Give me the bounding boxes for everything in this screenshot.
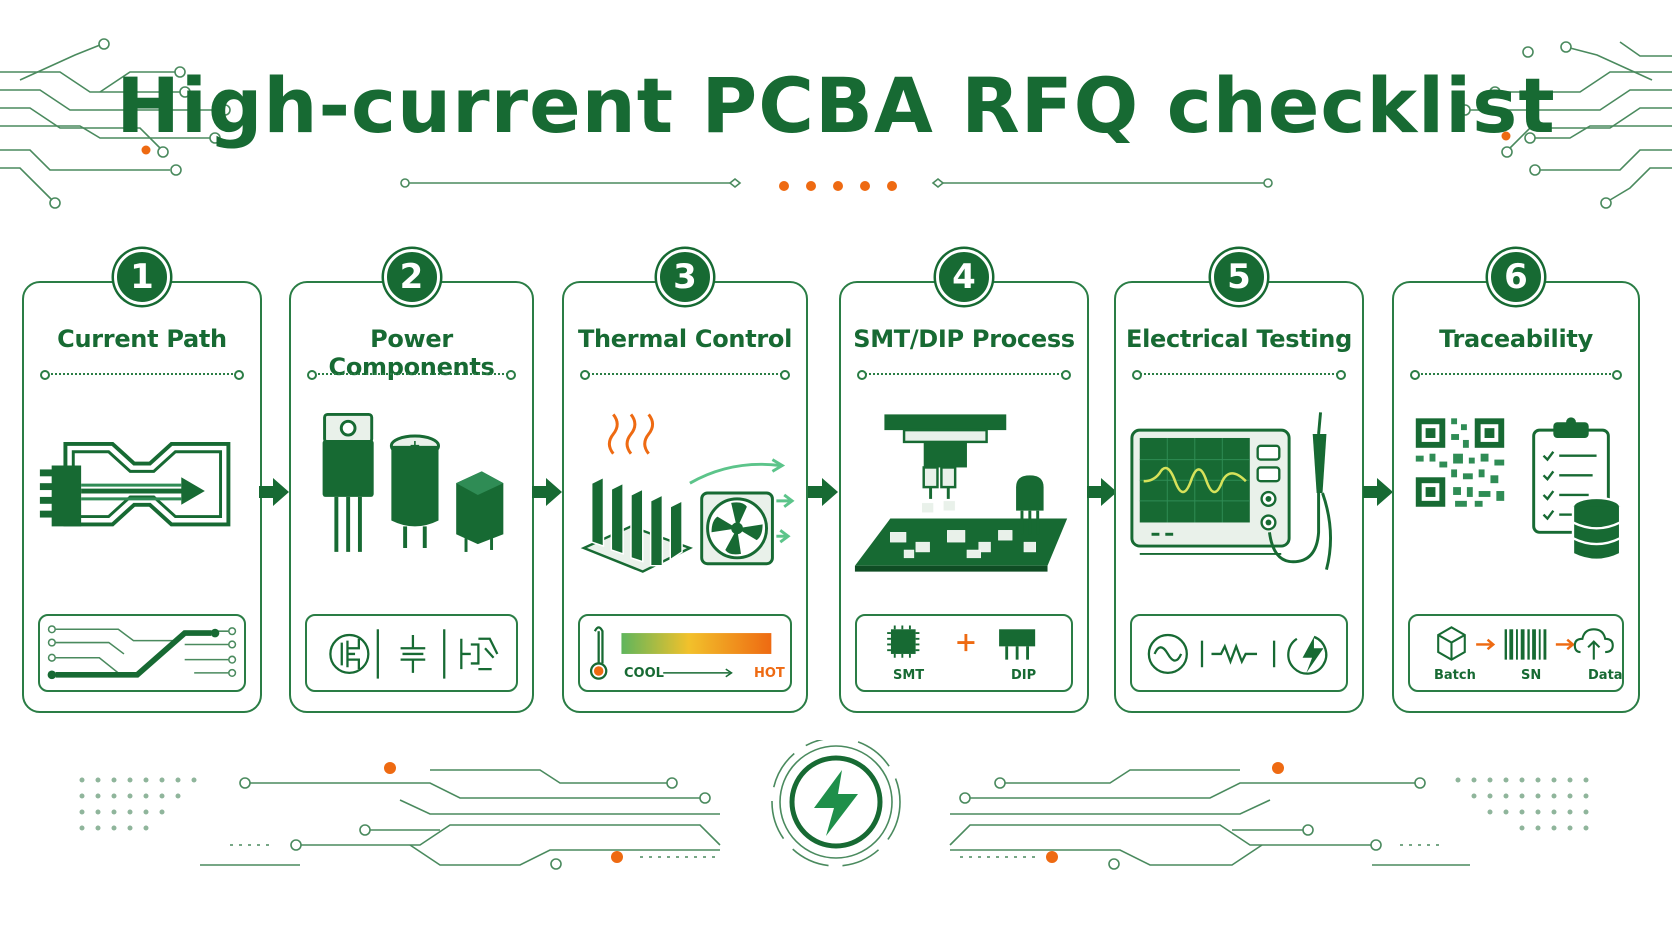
title-divider <box>307 370 516 380</box>
step-card-current-path: 1 Current Path <box>22 249 262 713</box>
flow-arrow <box>532 478 562 506</box>
data-label: Data <box>1588 668 1623 683</box>
step-card-traceability: 6 Traceability <box>1392 249 1640 713</box>
traceability-legend: Batch SN Data <box>1408 614 1624 692</box>
title-divider <box>1132 370 1346 380</box>
flow-arrow <box>1087 478 1117 506</box>
svg-text:+: + <box>409 438 421 454</box>
power-components-icon: + <box>301 403 522 583</box>
qr-code-clipboard-database-icon <box>1404 403 1628 583</box>
pcb-traces-legend <box>38 614 246 692</box>
step-card-smt-dip-process: 4 SMT/DIP Process <box>839 249 1089 713</box>
title-divider <box>580 370 790 380</box>
oscilloscope-probe-icon <box>1126 403 1352 583</box>
step-number-badge: 5 <box>1211 249 1267 305</box>
step-title: Electrical Testing <box>1126 325 1352 353</box>
title-divider <box>40 370 244 380</box>
sn-label: SN <box>1521 668 1542 683</box>
dip-label: DIP <box>1011 668 1037 683</box>
step-title: Thermal Control <box>577 325 793 353</box>
cool-label: COOL <box>624 666 664 681</box>
step-title: Power Components <box>328 325 495 381</box>
step-card-power-components: 2 Power Components + <box>289 249 534 713</box>
step-card-thermal-control: 3 Thermal Control <box>562 249 808 713</box>
title-divider <box>857 370 1071 380</box>
flow-arrow <box>1363 478 1393 506</box>
step-number-badge: 1 <box>114 249 170 305</box>
current-path-trace-icon <box>34 403 250 583</box>
smt-label: SMT <box>893 668 925 683</box>
page-title: High-current PCBA RFQ checklist <box>116 61 1556 150</box>
step-title: SMT/DIP Process <box>853 325 1075 353</box>
flow-arrow <box>259 478 289 506</box>
flow-arrow <box>808 478 838 506</box>
circuit-trace-decoration-top <box>0 38 1672 209</box>
pick-and-place-machine-icon <box>851 403 1077 583</box>
title-divider <box>1410 370 1622 380</box>
circuit-trace-decoration-bottom <box>79 740 1589 870</box>
temperature-gradient-legend: COOL HOT <box>578 614 792 692</box>
batch-label: Batch <box>1434 668 1476 683</box>
test-symbols-legend <box>1130 614 1348 692</box>
heatsink-fan-icon <box>574 403 796 583</box>
smt-dip-legend: SMT DIP <box>855 614 1073 692</box>
step-number-badge: 2 <box>383 249 440 305</box>
component-symbols-legend <box>305 614 518 692</box>
step-title: Current Path <box>57 325 227 353</box>
step-title: Traceability <box>1439 325 1593 353</box>
step-number-badge: 6 <box>1488 249 1544 305</box>
hot-label: HOT <box>754 666 785 681</box>
step-number-badge: 3 <box>657 249 713 305</box>
step-card-electrical-testing: 5 Electrical Testing <box>1114 249 1364 713</box>
step-number-badge: 4 <box>936 249 992 305</box>
